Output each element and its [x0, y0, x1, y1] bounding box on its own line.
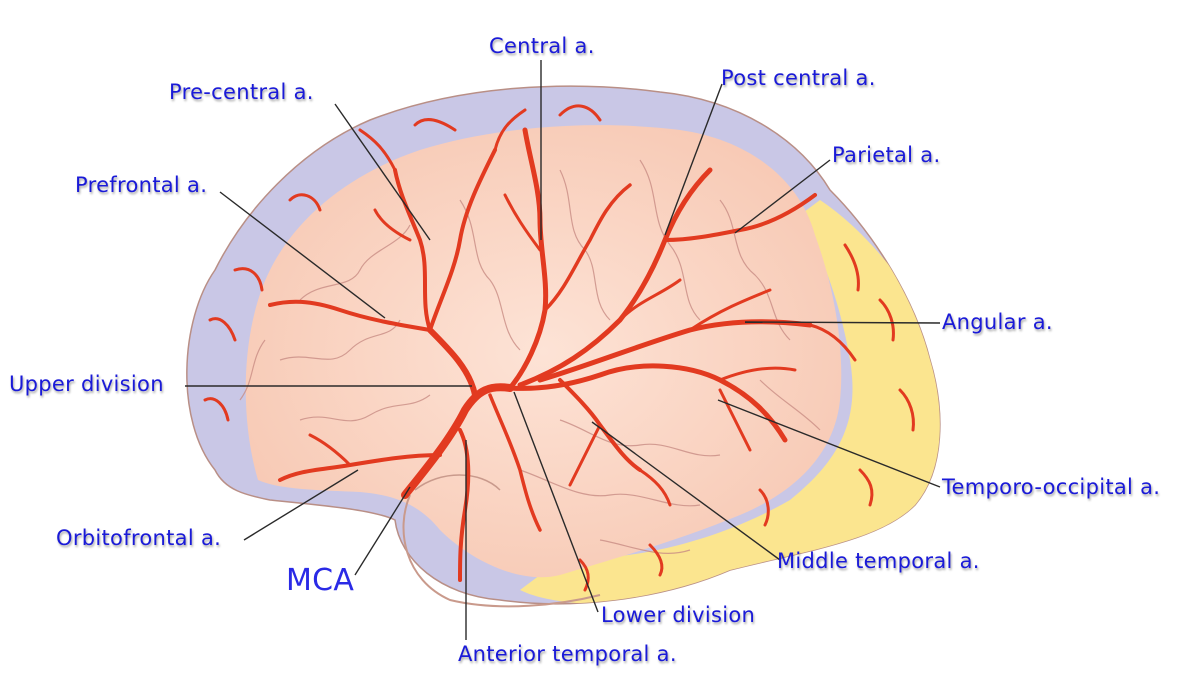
label-central-artery: Central a. [489, 34, 595, 58]
label-mca: MCA [286, 563, 355, 598]
leader-orbitofrontal [243, 469, 359, 541]
leader-prefrontal [219, 191, 386, 319]
label-angular-artery: Angular a. [942, 310, 1053, 334]
artery-tree [203, 104, 915, 592]
leader-mca [354, 486, 411, 576]
label-post-central-artery: Post central a. [721, 66, 876, 90]
leader-lower-division [513, 391, 599, 613]
label-middle-temporal-artery: Middle temporal a. [777, 549, 980, 573]
label-pre-central-artery: Pre-central a. [169, 80, 314, 104]
label-parietal-artery: Parietal a. [832, 143, 941, 167]
label-anterior-temporal-artery: Anterior temporal a. [458, 642, 677, 666]
leader-middle-temporal [591, 421, 781, 561]
leader-temporo-occipital [717, 399, 941, 488]
label-upper-division: Upper division [9, 372, 164, 396]
label-temporo-occipital-artery: Temporo-occipital a. [942, 475, 1161, 499]
leader-parietal [734, 159, 831, 234]
leader-post-central [664, 83, 723, 236]
leader-pre-central [334, 103, 431, 241]
label-orbitofrontal-artery: Orbitofrontal a. [56, 526, 222, 550]
leader-lines [185, 60, 941, 640]
leader-angular [744, 321, 941, 324]
label-prefrontal-artery: Prefrontal a. [75, 173, 208, 197]
label-lower-division: Lower division [601, 603, 756, 627]
